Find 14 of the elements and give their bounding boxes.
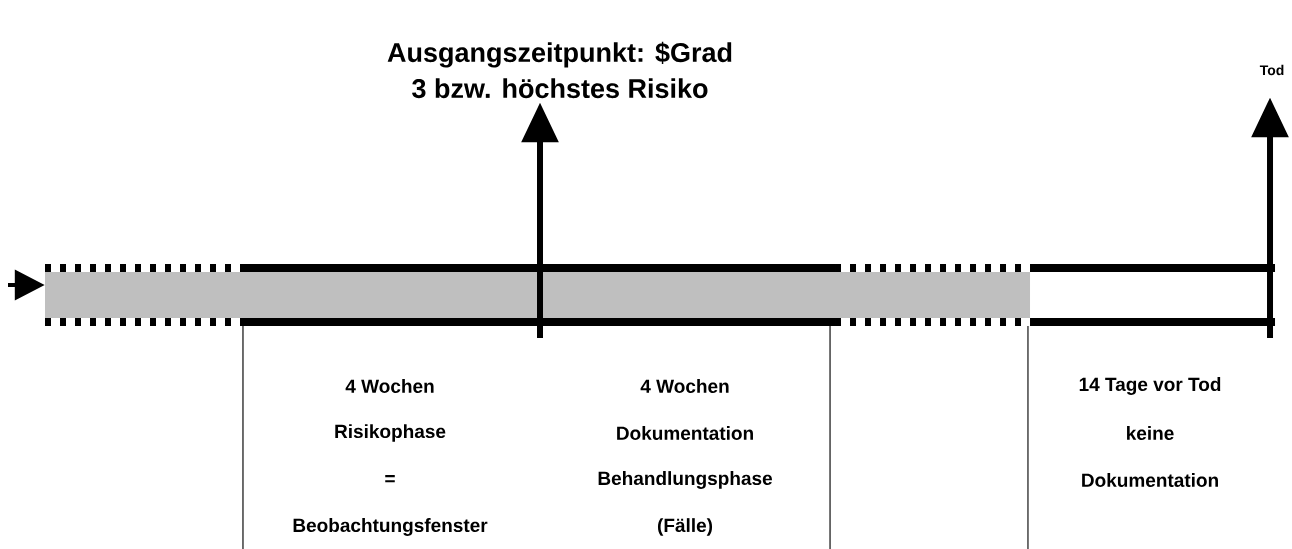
cell-text: 14 Tage vor Tod xyxy=(1079,377,1221,395)
cell-text: 4 Wochen xyxy=(640,379,729,393)
title-text: Ausgangszeitpunkt: $Grad 3 bzw. höchstes Risiko xyxy=(387,41,732,99)
cell-text: keine xyxy=(1127,426,1174,440)
cell-text: Beobachtungsfenster xyxy=(293,518,488,536)
cell-text: 4 Wochen xyxy=(345,379,434,393)
cell-text: Risikophase xyxy=(335,424,446,442)
cell-text: Dokumentation xyxy=(1082,473,1218,487)
timeline-band xyxy=(45,272,1030,318)
endpoint-label: Tod xyxy=(1259,64,1284,76)
cell-text: Behandlungsphase xyxy=(598,471,772,489)
cell-text: Dokumentation xyxy=(617,426,753,440)
cell-text: (Fälle) xyxy=(658,518,713,536)
cell-text: = xyxy=(385,475,395,483)
